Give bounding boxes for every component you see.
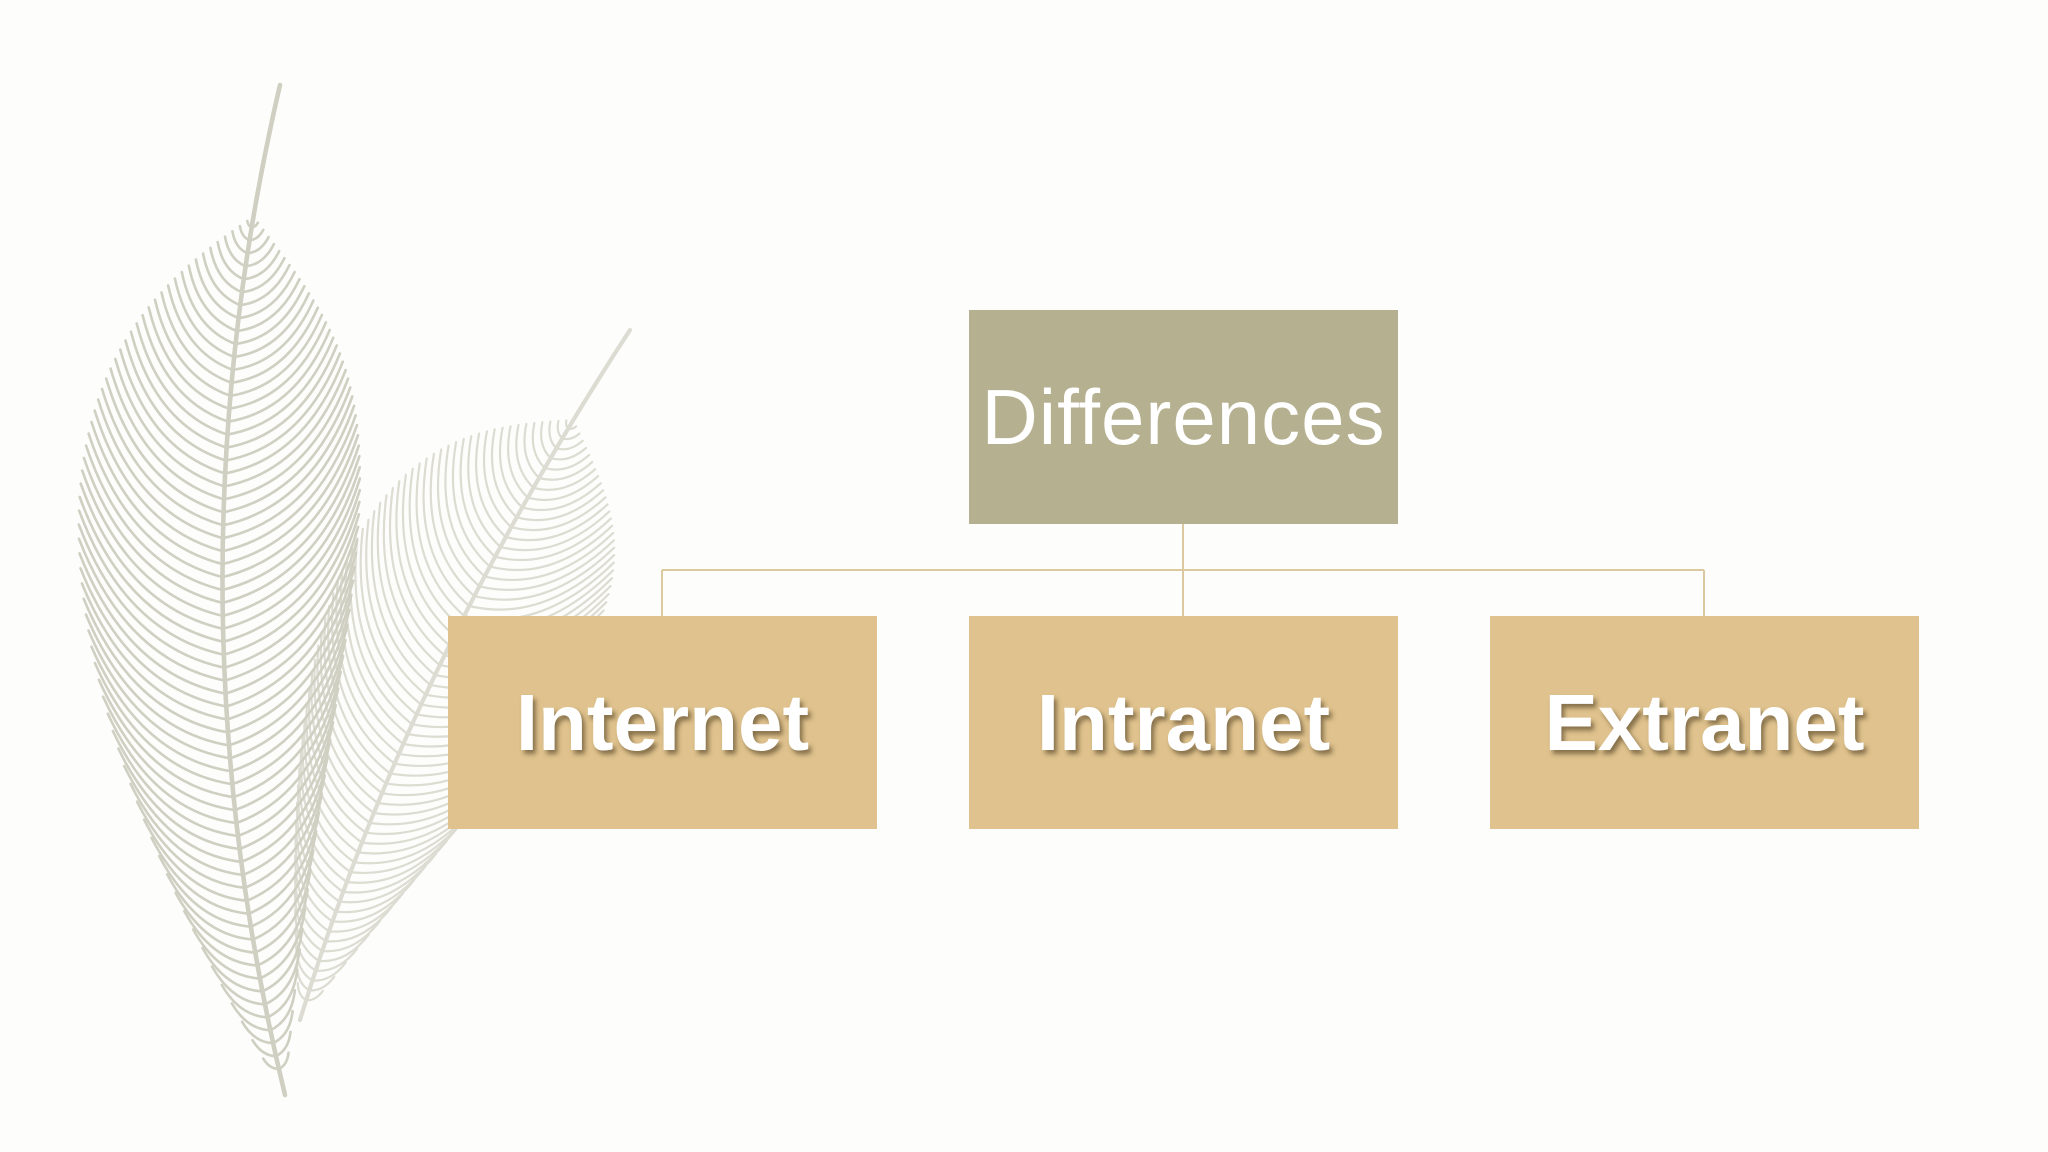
child-node-label-intranet: Intranet bbox=[1036, 677, 1331, 767]
child-node-internet: Internet bbox=[448, 616, 877, 829]
child-node-label-extranet: Extranet bbox=[1544, 677, 1865, 767]
child-node-label-internet: Internet bbox=[515, 677, 810, 767]
feather-illustration-icon bbox=[77, 82, 633, 1098]
child-node-intranet: Intranet bbox=[969, 616, 1398, 829]
front-feather bbox=[77, 82, 362, 1098]
child-node-extranet: Extranet bbox=[1490, 616, 1919, 829]
root-node-differences: Differences bbox=[969, 310, 1398, 524]
root-node-label: Differences bbox=[981, 372, 1386, 461]
